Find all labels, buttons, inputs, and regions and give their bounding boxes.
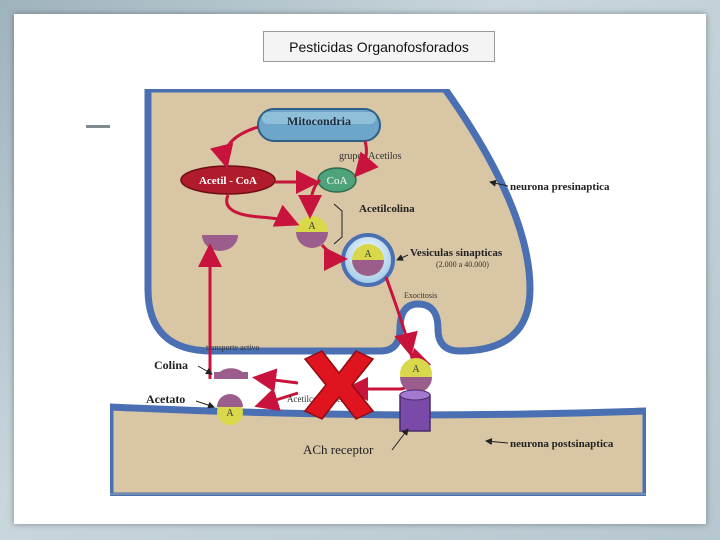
mitochondria-label: Mitocondria [287,114,351,128]
presynaptic-terminal [144,85,534,355]
acetate-a: A [226,408,234,419]
acetyl-coa: Acetil - CoA [180,165,276,195]
ach-receptor-label: ACh receptor [303,442,374,457]
coa: CoA [317,167,357,193]
synapse-diagram: Mitocondria grupos Acetilos Acetil - CoA… [106,85,650,500]
exocitosis-label: Exocitosis [404,291,437,300]
vesicle-a: A [364,249,372,260]
presynaptic-label: neurona presinaptica [510,181,610,193]
vesiculas-label: Vesiculas sinapticas [410,247,503,259]
colina-label: Colina [154,358,188,372]
pathway-arrows [198,125,432,412]
grupos-acetilos-label: grupos Acetilos [339,151,402,162]
cleft-acetate: A [217,394,243,425]
vesiculas-count: (2.000 a 40.000) [436,260,489,269]
postsynaptic-terminal [106,403,650,500]
cleft-acetylcholine: A [400,358,432,393]
postsynaptic-label: neurona postsinaptica [510,438,614,450]
enzyme-block-x-icon [303,350,375,420]
acetyl-coa-label: Acetil - CoA [199,175,257,187]
acetato-label: Acetato [146,392,185,406]
slide-title: Pesticidas Organofosforados [263,31,495,62]
acetilcolina-label: Acetilcolina [359,203,415,215]
coa-label: CoA [327,175,348,187]
acetylcholine-molecule: A [296,216,328,248]
ach-receptor [399,389,431,432]
acetylcholine-a: A [308,221,316,232]
mitochondria: Mitocondria [257,108,381,142]
transporte-label: transporte activo [206,343,260,352]
slide-divider [86,125,112,128]
cleft-acetylcholine-a: A [412,364,420,375]
cleft-choline [214,368,248,379]
